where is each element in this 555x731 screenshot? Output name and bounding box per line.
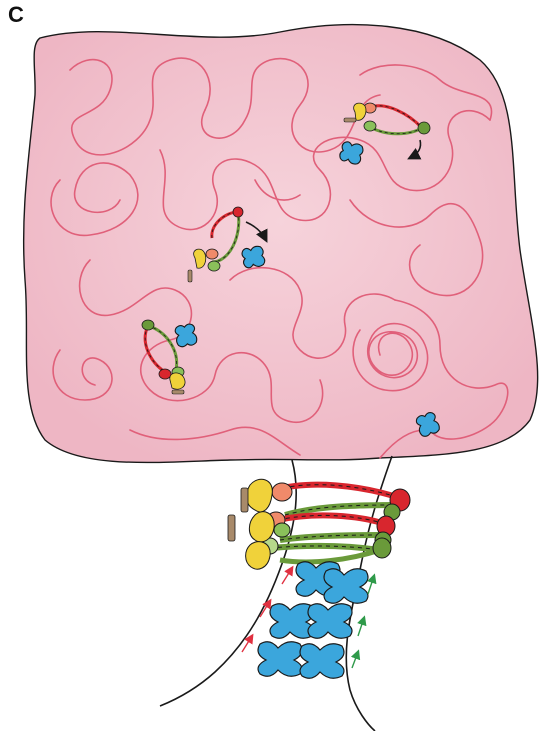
ctcf-protein-icon <box>270 604 314 639</box>
green-arrow-icon <box>368 576 374 594</box>
red-arrow-icon <box>242 636 252 652</box>
ctcf-protein-icon <box>258 642 302 677</box>
ctcf-protein-icon <box>324 569 368 604</box>
ctcf-protein-icon <box>308 604 352 639</box>
ctcf-protein-icon <box>300 644 344 679</box>
green-arrow-icon <box>352 652 358 668</box>
red-arrow-icon <box>282 568 292 584</box>
kleisin-subunit <box>228 479 274 569</box>
green-arrow-icon <box>358 618 364 636</box>
